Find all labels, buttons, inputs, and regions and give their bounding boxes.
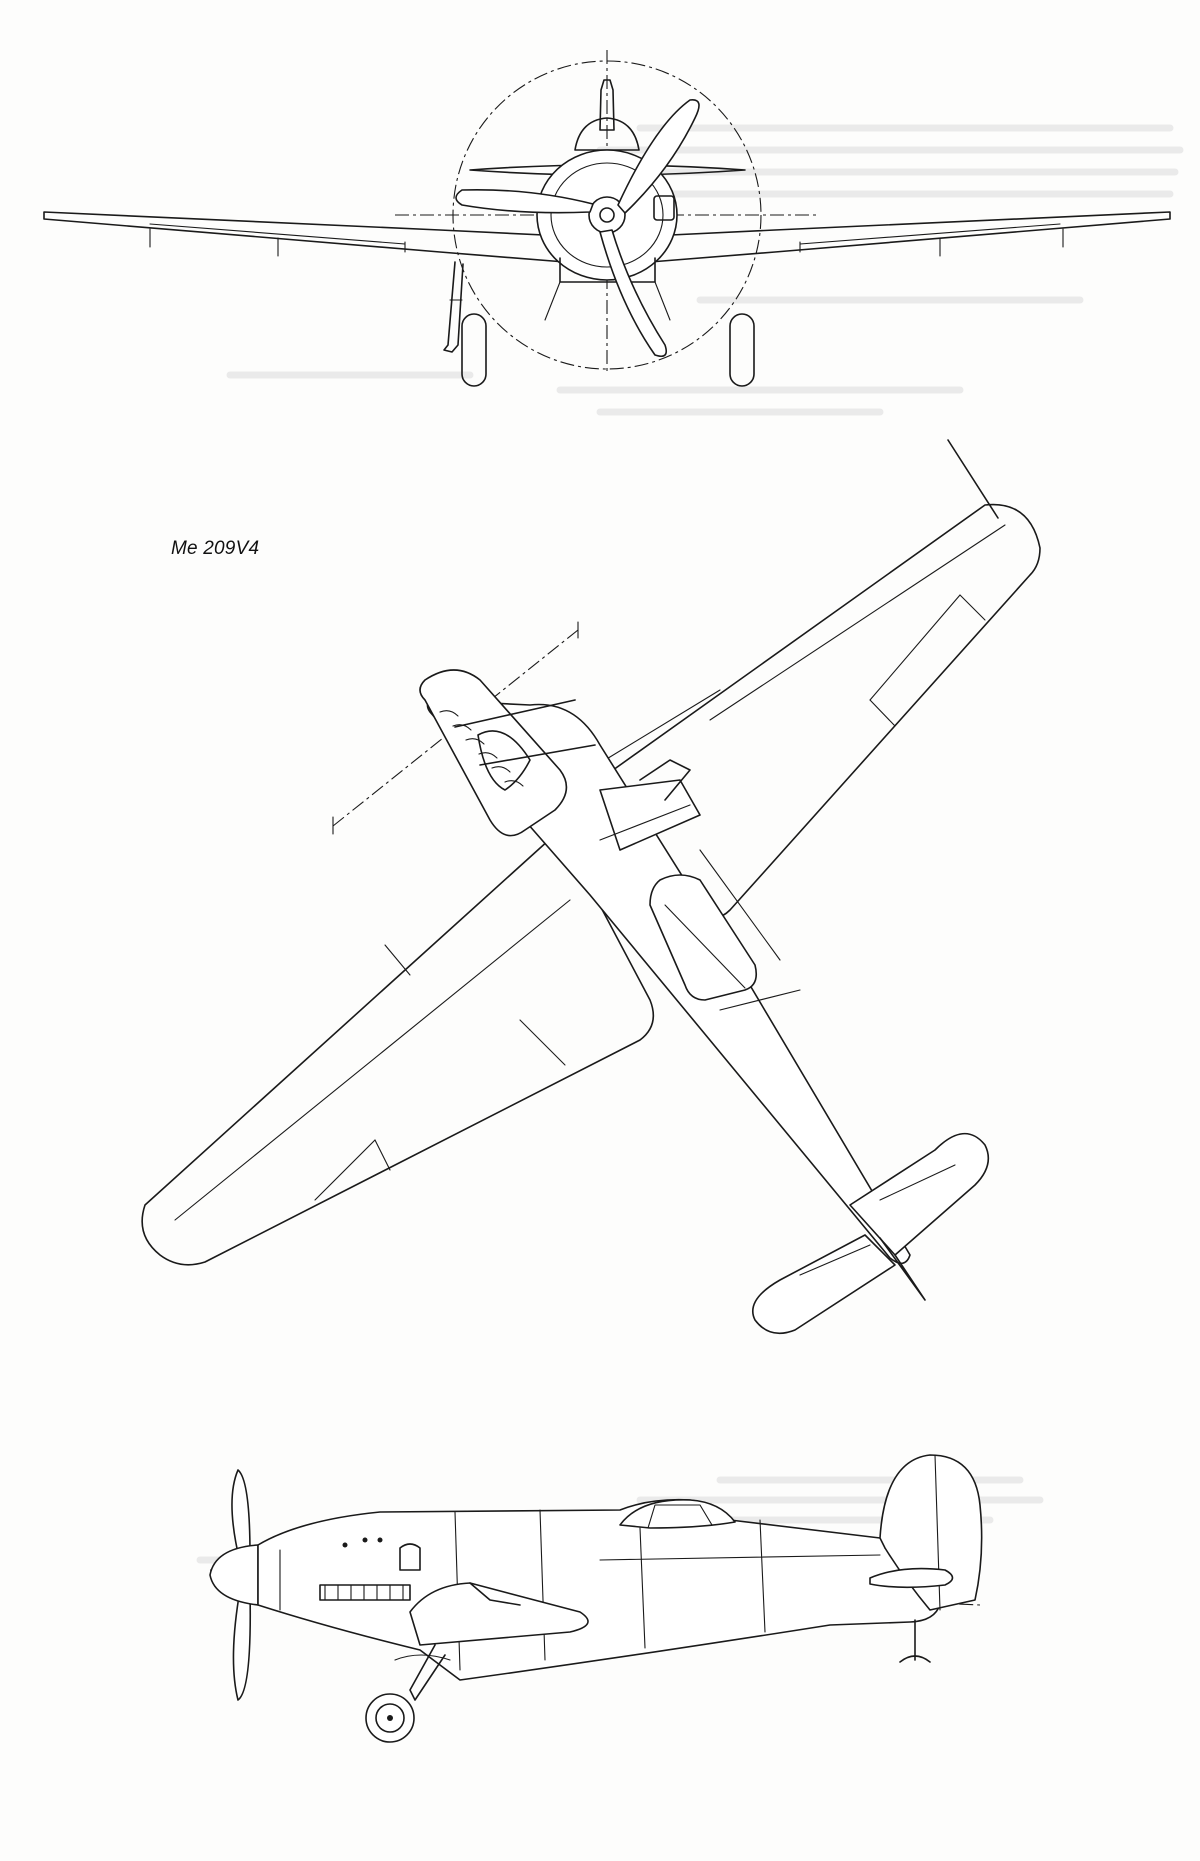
plan-rudder-tip <box>879 1237 926 1301</box>
front-wing-panel-line-left <box>149 223 406 245</box>
propeller-blade-upper <box>617 99 700 214</box>
side-propeller-blade-upper <box>231 1469 251 1563</box>
propeller-blade-left <box>455 188 594 214</box>
aircraft-designation-caption: Me 209V4 <box>171 538 260 559</box>
front-landing-gear-leg <box>443 261 464 353</box>
side-exhaust-panel <box>319 1584 411 1601</box>
side-fuselage <box>257 1498 943 1681</box>
plan-exhaust-stacks <box>439 710 524 787</box>
side-tailwheel <box>899 1655 931 1663</box>
plan-flap-line-lower <box>519 1019 566 1066</box>
plan-wing-lower-panel-line <box>174 899 571 1221</box>
front-underwing-radiator-left <box>461 313 487 387</box>
plan-aileron-lower <box>314 1139 376 1201</box>
side-supercharger-intake <box>399 1543 421 1571</box>
plan-tailplane-lower <box>752 1234 896 1335</box>
side-main-gear-leg <box>409 1644 446 1701</box>
front-canopy <box>574 117 640 151</box>
front-fin <box>599 79 615 131</box>
front-exhaust <box>653 195 675 221</box>
side-canopy <box>619 1499 736 1529</box>
side-propeller-blade-lower <box>232 1589 252 1701</box>
plan-radiator-fairing <box>599 779 701 851</box>
plan-aileron-upper <box>869 594 961 701</box>
front-wing-panel-line-right <box>799 223 1061 245</box>
front-underwing-radiator-right <box>729 313 755 387</box>
plan-tailplane-upper <box>849 1132 990 1256</box>
plan-wing-lower <box>141 829 655 1266</box>
plan-wing-upper-panel-line <box>709 524 1006 721</box>
side-wing-root-fairing <box>409 1582 589 1646</box>
side-tailplane <box>869 1567 954 1589</box>
plan-supercharger-intake <box>477 730 531 791</box>
propeller-blade-lower <box>599 229 668 358</box>
plan-canopy <box>649 874 758 1001</box>
side-spinner <box>209 1544 259 1606</box>
plan-nose-cowling <box>419 669 568 837</box>
plan-pitot-tube <box>947 439 999 519</box>
front-radiator-intake <box>559 257 656 283</box>
plan-fuselage <box>426 699 911 1265</box>
